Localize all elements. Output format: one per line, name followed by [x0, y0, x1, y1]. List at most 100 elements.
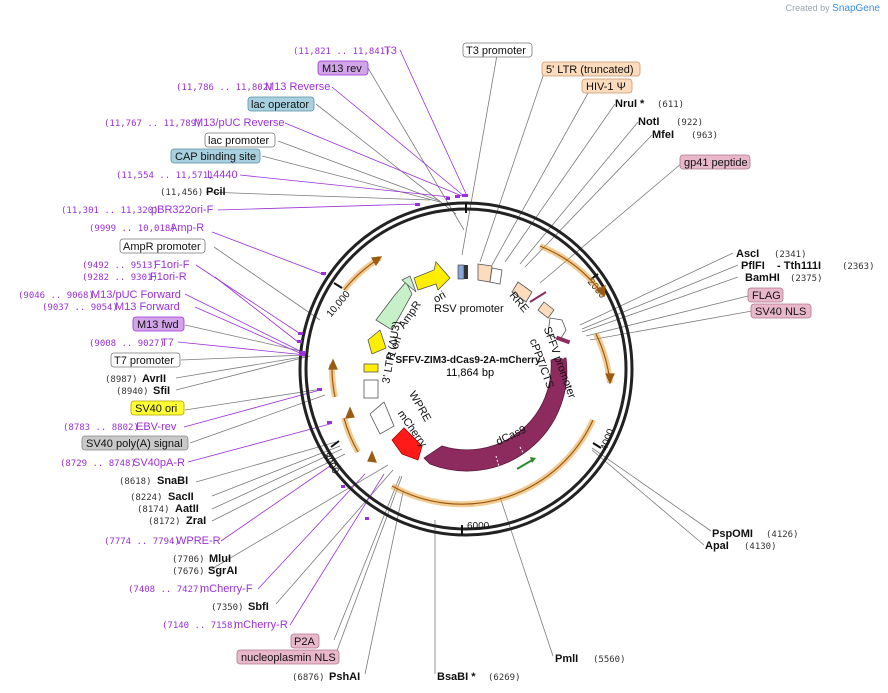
primer-m13-puc-reverse: M13/pUC Reverse: [194, 117, 284, 129]
label-m13-rev: M13 rev: [322, 63, 362, 75]
primer-amp-r: Amp-R: [170, 222, 204, 234]
enzyme-mlui: MluI: [209, 553, 231, 565]
primer-wpre-r: WPRE-R: [176, 535, 221, 547]
coord-nrui: (611): [657, 100, 684, 110]
coord-f1ori-f: (9492 .. 9513): [82, 261, 158, 271]
enzyme-apai: ApaI: [705, 540, 729, 552]
coord-wpre-r: (7774 .. 7794): [104, 537, 180, 547]
primer-f1ori-f: F1ori-F: [154, 259, 190, 271]
coord-aatii: (8174): [137, 505, 170, 515]
coord-f1ori-r: (9282 .. 9301): [82, 273, 158, 283]
coord-l4440: (11,554 .. 11,571): [116, 171, 214, 181]
label-connectors: [175, 54, 753, 675]
mcherry-feature: [391, 427, 423, 461]
label-t3-promoter: T3 promoter: [466, 45, 526, 57]
enzyme-avrii: AvrII: [142, 373, 166, 385]
enzyme-tth111i: - Tth111I: [777, 260, 821, 272]
coord-mcherry-r: (7140 .. 7158): [162, 621, 238, 631]
primer-ebv-rev: EBV-rev: [136, 421, 177, 433]
primer-m13-puc-forward: M13/pUC Forward: [91, 289, 181, 301]
coord-ebv-rev: (8783 .. 8802): [63, 423, 139, 433]
primer-f1ori-r: F1ori-R: [150, 271, 187, 283]
label-5ltr: 5' LTR (truncated): [546, 64, 633, 76]
coord-t7: (9008 .. 9027): [89, 339, 165, 349]
rre-feature: [511, 281, 533, 303]
label-lac-promoter: lac promoter: [208, 135, 269, 147]
enzyme-sacii: SacII: [168, 491, 194, 503]
label-gp41: gp41 peptide: [684, 157, 748, 169]
primer-marks: [297, 194, 468, 520]
enzyme-sgrai: SgrAI: [208, 565, 237, 577]
label-flag: FLAG: [752, 290, 781, 302]
primer-sv40pa-r: SV40pA-R: [133, 457, 185, 469]
coord-bamhi: (2375): [790, 274, 823, 284]
label-nucleoplasmin-nls: nucleoplasmin NLS: [241, 652, 336, 664]
enzyme-sbfi: SbfI: [248, 601, 269, 613]
coord-pspomi: (4126): [766, 530, 799, 540]
ltr3-feature: [363, 379, 379, 399]
enzyme-pcii: PciI: [206, 186, 226, 198]
coord-mlui: (7706): [172, 555, 205, 565]
coord-snabi: (8618): [119, 477, 152, 487]
primer-t7: T7: [161, 337, 174, 349]
label-m13-fwd: M13 fwd: [137, 319, 179, 331]
primer-pbr322: pBR322ori-F: [151, 204, 214, 216]
enzyme-zrai: ZraI: [186, 515, 206, 527]
coord-noti: (922): [676, 118, 703, 128]
label-ampr-promoter: AmpR promoter: [123, 241, 201, 253]
primer-t3: T3: [384, 45, 397, 57]
label-sv40-ori: SV40 ori: [135, 403, 177, 415]
orf-arrows: [328, 245, 615, 505]
label-p2a: P2A: [294, 636, 315, 648]
coord-bsabi: (6269): [488, 673, 521, 683]
enzyme-pflfi: PflFI: [741, 260, 765, 272]
coord-mfei: (963): [691, 131, 718, 141]
label-ori: ori: [431, 289, 448, 306]
f1ori-feature: [367, 329, 387, 355]
coord-sbfi: (7350): [211, 603, 244, 613]
tick-label-10000: 10,000: [325, 289, 353, 320]
primer-m13-reverse: M13 Reverse: [265, 81, 330, 93]
enzyme-mfei: MfeI: [652, 129, 674, 141]
label-lac-operator: lac operator: [251, 99, 309, 111]
enzyme-bamhi: BamHI: [745, 272, 780, 284]
label-cap-site: CAP binding site: [175, 151, 256, 163]
coord-tth111i: (2363): [842, 262, 875, 272]
enzyme-pmli: PmlI: [555, 653, 578, 665]
coord-m13-puc-reverse: (11,767 .. 11,789): [104, 119, 202, 129]
coord-m13-puc-forward: (9046 .. 9068): [18, 291, 94, 301]
primer-mcherry-f: mCherry-F: [200, 583, 253, 595]
enzyme-snabi: SnaBI: [157, 475, 188, 487]
coord-avrii: (8987): [105, 375, 138, 385]
coord-pcii: (11,456): [160, 188, 203, 198]
sffv-feature: [547, 317, 567, 341]
coord-pmli: (5560): [593, 655, 626, 665]
lac-feature: [457, 264, 465, 280]
label-sv40-polya: SV40 poly(A) signal: [86, 438, 183, 450]
enzyme-nrui: NruI *: [615, 98, 645, 110]
ori-feature: [413, 261, 451, 291]
coord-m13-forward: (9037 .. 9054): [42, 303, 118, 313]
coord-mcherry-f: (7408 .. 7427): [128, 585, 204, 595]
enzyme-noti: NotI: [638, 116, 659, 128]
primer-mcherry-r: mCherry-R: [234, 619, 288, 631]
coord-t3: (11,821 .. 11,841): [293, 47, 391, 57]
label-sv40-nls: SV40 NLS: [755, 306, 806, 318]
enzyme-asci: AscI: [736, 248, 759, 260]
primer-connectors: [177, 49, 468, 626]
hiv-feature: [489, 267, 503, 285]
primer-m13-forward: M13 Forward: [115, 301, 180, 313]
coord-sgrai: (7676): [172, 567, 205, 577]
label-t7-promoter: T7 promoter: [114, 355, 174, 367]
coord-asci: (2341): [774, 250, 807, 260]
label-hiv: HIV-1 Ψ: [586, 81, 626, 93]
green-marker: [516, 458, 535, 470]
tick-label-4000: 4000: [599, 427, 617, 452]
coord-zrai: (8172): [148, 517, 181, 527]
plasmid-length: 11,864 bp: [446, 367, 494, 379]
snapgene-credit: Created by SnapGene: [785, 3, 880, 14]
dcas9-feature: [423, 357, 568, 472]
wpre-feature: [369, 401, 395, 435]
coord-m13-reverse: (11,786 .. 11,802): [176, 83, 274, 93]
